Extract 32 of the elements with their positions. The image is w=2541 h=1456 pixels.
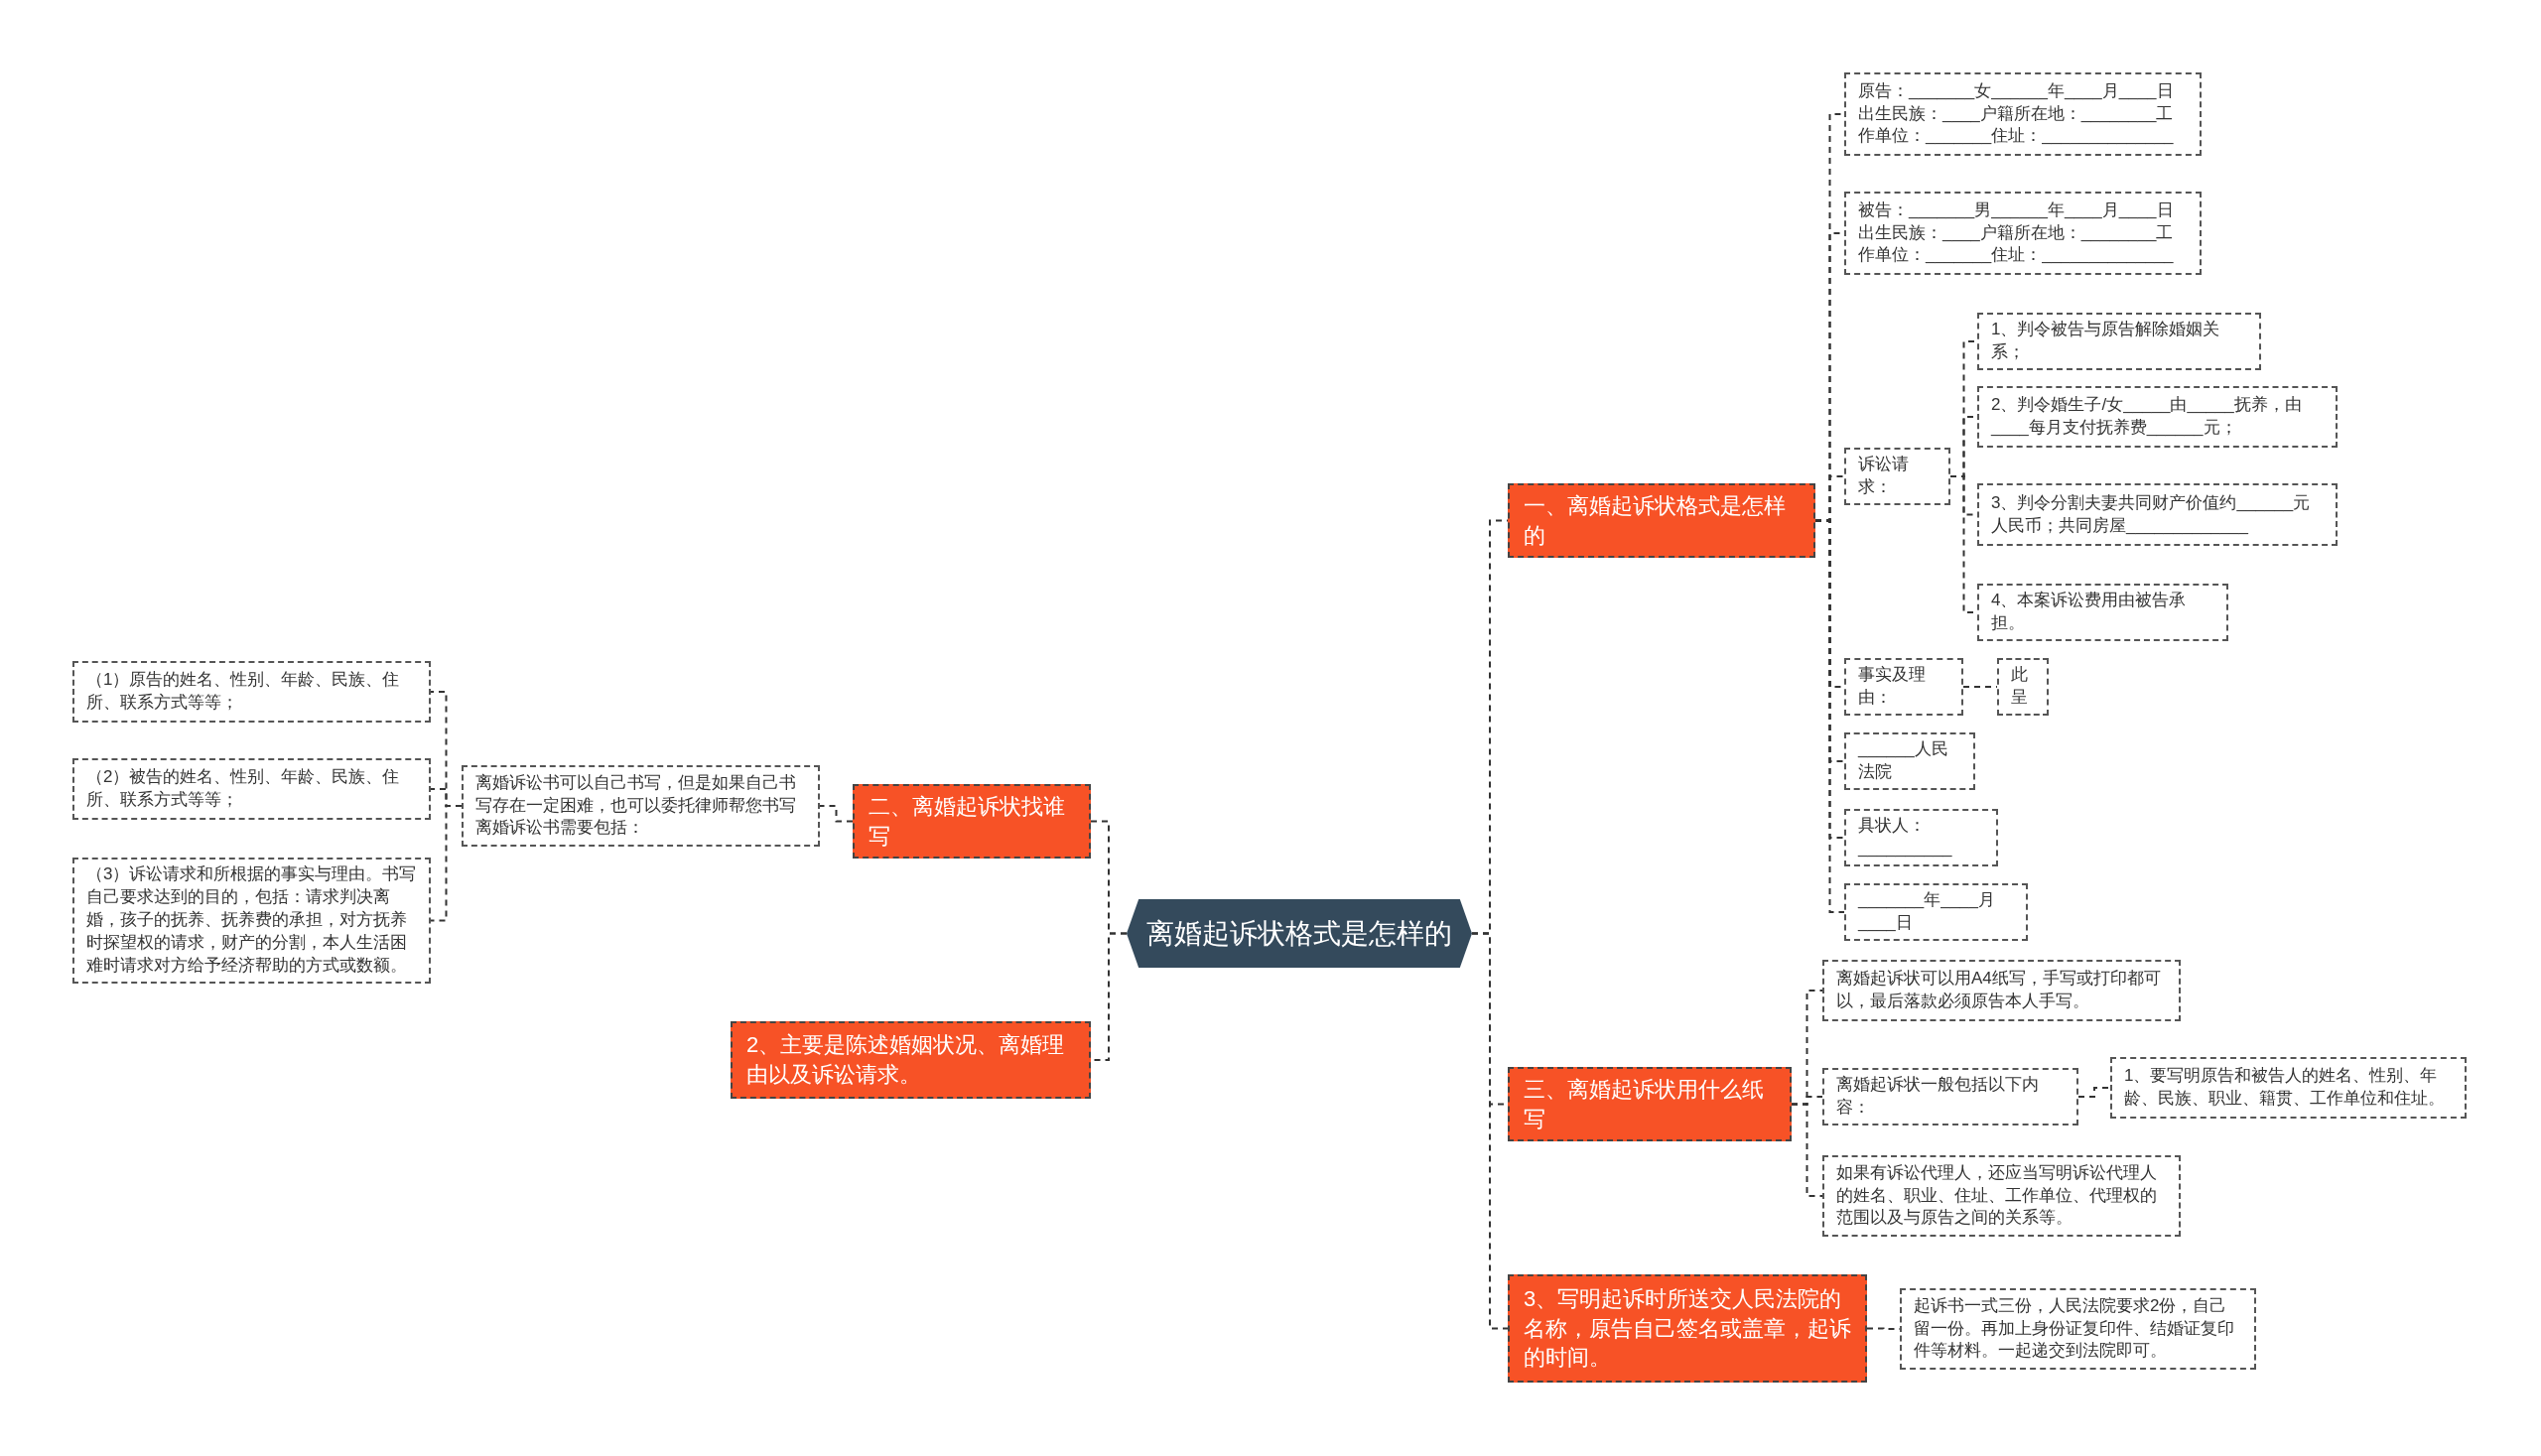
connector	[819, 805, 854, 823]
text-box: 1、要写明原告和被告人的姓名、性别、年龄、民族、职业、籍贯、工作单位和住址。	[2110, 1057, 2467, 1119]
topic-box: 3、写明起诉时所送交人民法院的名称，原告自己签名或盖章，起诉的时间。	[1508, 1274, 1867, 1383]
connector	[1471, 932, 1509, 1330]
text-box: 离婚诉讼书可以自己书写，但是如果自己书写存在一定困难，也可以委托律师帮您书写离婚诉讼书需要包括：	[462, 765, 820, 847]
text-box: 2、判令婚生子/女_____由_____抚养，由____每月支付抚养费______元；	[1977, 386, 2338, 448]
text-box: 此呈	[1997, 658, 2049, 716]
text-box: 被告：_______男______年____月____日出生民族：____户籍所在地：________工作单位：_______住址：______________	[1844, 192, 2202, 275]
text-box: 离婚起诉状一般包括以下内容：	[1822, 1068, 2078, 1125]
central-topic: 离婚起诉状格式是怎样的	[1127, 899, 1472, 968]
text-box: 离婚起诉状可以用A4纸写，手写或打印都可以，最后落款必须原告本人手写。	[1822, 960, 2181, 1021]
topic-box: 三、离婚起诉状用什么纸写	[1508, 1067, 1792, 1142]
text-box: 如果有诉讼代理人，还应当写明诉讼代理人的姓名、职业、住址、工作单位、代理权的范围以及与原告之间的关系等。	[1822, 1155, 2181, 1237]
text-box: （2）被告的姓名、性别、年龄、民族、住所、联系方式等等；	[72, 758, 431, 820]
text-box: 原告：_______女______年____月____日出生民族：____户籍所在地：________工作单位：_______住址：______________	[1844, 72, 2202, 156]
text-box: 1、判令被告与原告解除婚姻关系；	[1977, 313, 2261, 370]
text-box: 4、本案诉讼费用由被告承担。	[1977, 584, 2228, 641]
text-box: _______年____月____日	[1844, 883, 2028, 941]
connector	[2077, 1087, 2111, 1098]
text-box: 具状人：__________	[1844, 809, 1998, 866]
text-box: 起诉书一式三份，人民法院要求2份，自己留一份。再加上身份证复印件、结婚证复印件等材料。一起递交到法院即可。	[1900, 1288, 2256, 1370]
text-box: 3、判令分割夫妻共同财产价值约______元人民币；共同房屋_____________	[1977, 483, 2338, 546]
text-box: 诉讼请求：	[1844, 448, 1950, 505]
text-box: ______人民法院	[1844, 732, 1975, 790]
text-box: （1）原告的姓名、性别、年龄、民族、住所、联系方式等等；	[72, 661, 431, 723]
text-box: （3）诉讼请求和所根据的事实与理由。书写自己要求达到的目的，包括：请求判决离婚，孩子的抚养、抚养费的承担，对方抚养时探望权的请求，财产的分割，本人生活困难时请求对方给予经济帮助的方式或数额。	[72, 858, 431, 984]
connector	[1791, 1103, 1823, 1197]
topic-box: 二、离婚起诉状找谁写	[853, 784, 1091, 860]
topic-box: 2、主要是陈述婚姻状况、离婚理由以及诉讼请求。	[731, 1021, 1091, 1099]
topic-box: 一、离婚起诉状格式是怎样的	[1508, 483, 1815, 559]
connector	[430, 805, 463, 922]
text-box: 事实及理由：	[1844, 658, 1963, 716]
